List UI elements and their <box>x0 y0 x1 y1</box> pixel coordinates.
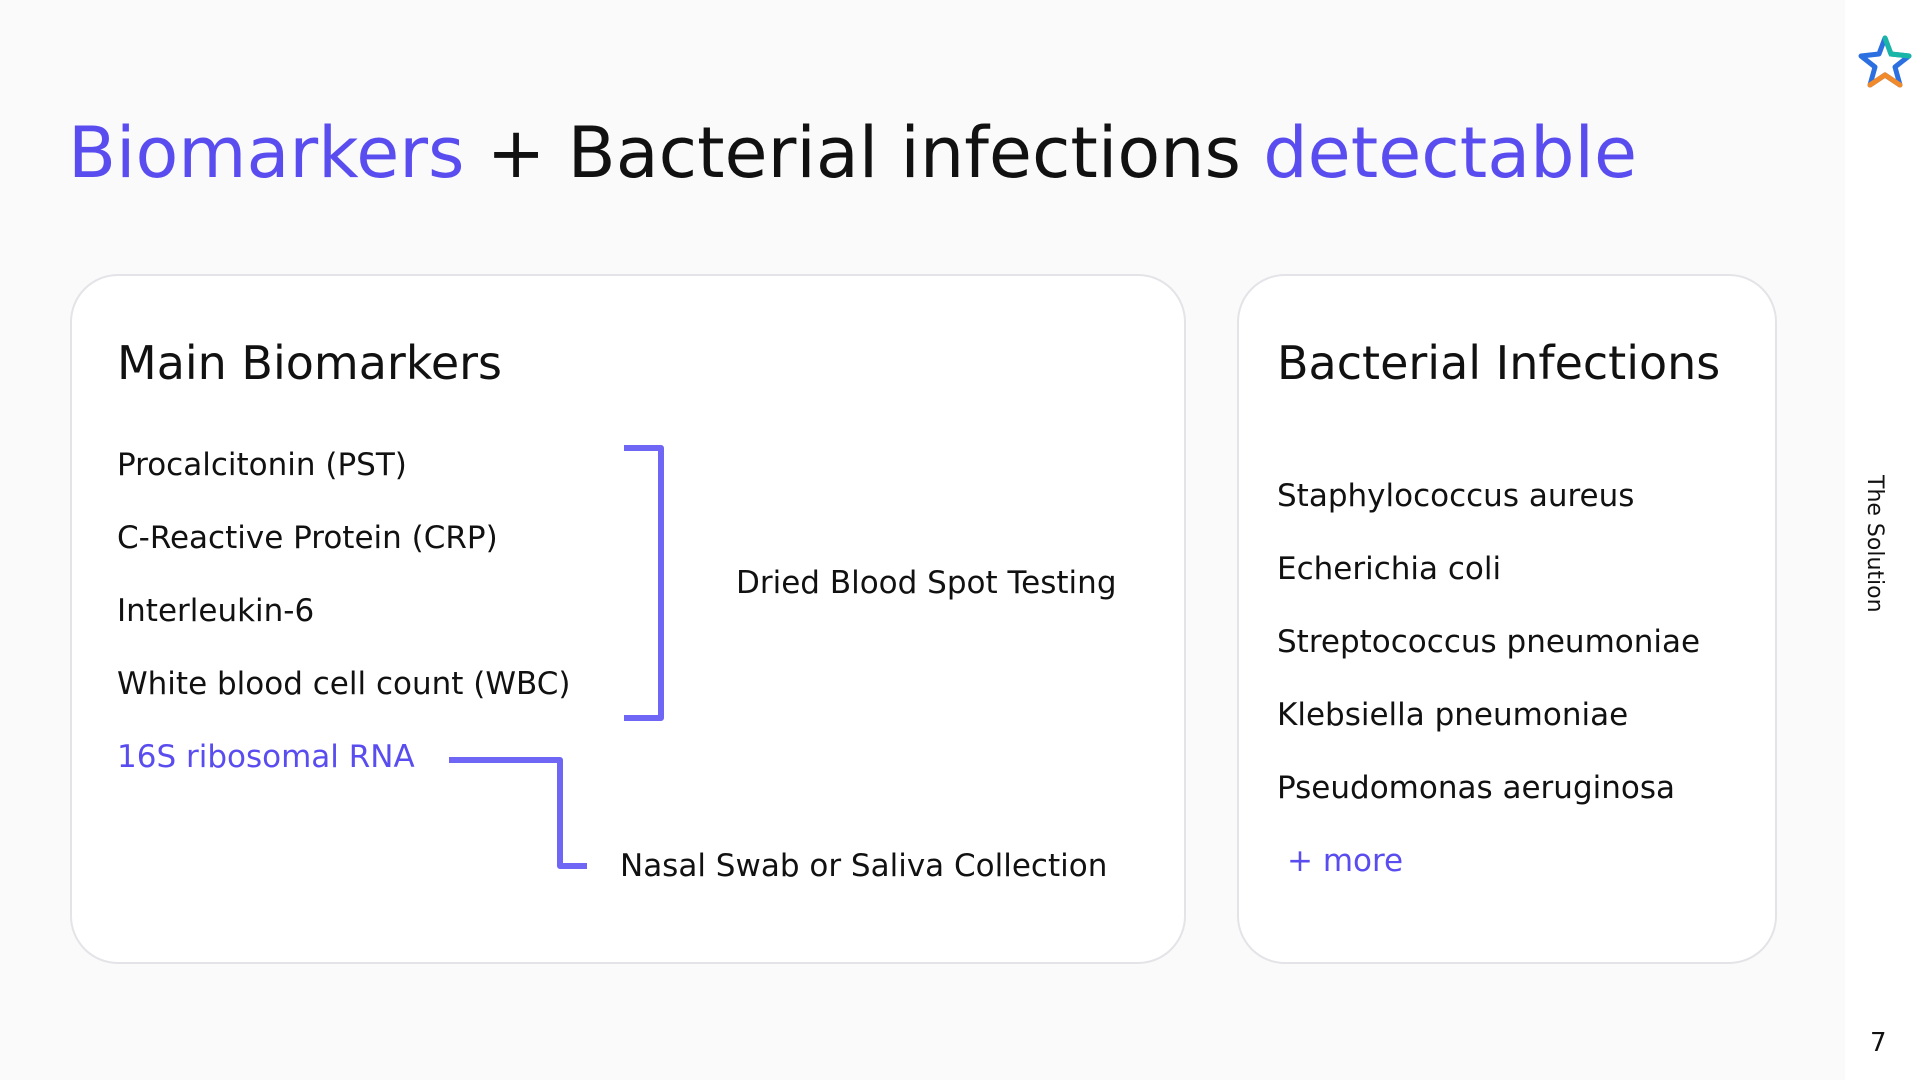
infection-item: Klebsiella pneumoniae <box>1277 697 1629 733</box>
biomarker-item: Interleukin-6 <box>117 593 315 629</box>
biomarker-item: Procalcitonin (PST) <box>117 447 407 483</box>
star-logo-icon <box>1858 35 1912 88</box>
sidebar <box>1845 0 1920 1080</box>
infection-item: Pseudomonas aeruginosa <box>1277 770 1675 806</box>
connector-lines <box>449 445 664 869</box>
bacterial-infections-heading: Bacterial Infections <box>1277 336 1721 390</box>
title-highlight-biomarkers: Biomarkers <box>68 112 465 194</box>
more-infections-link[interactable]: + more <box>1287 843 1404 879</box>
bacterial-infections-card: Bacterial Infections Staphylococcus aure… <box>1237 274 1777 964</box>
infection-item: Streptococcus pneumoniae <box>1277 624 1701 660</box>
title-highlight-detectable: detectable <box>1263 112 1638 194</box>
main-biomarkers-card: Main Biomarkers Procalcitonin (PST) C-Re… <box>70 274 1186 964</box>
title-middle: + Bacterial infections <box>464 112 1264 194</box>
main-biomarkers-heading: Main Biomarkers <box>117 336 503 390</box>
nasal-connector <box>449 757 587 869</box>
section-label: The Solution <box>1862 475 1887 613</box>
page-number: 7 <box>1870 1028 1887 1058</box>
biomarker-item: White blood cell count (WBC) <box>117 666 571 702</box>
infection-item: Echerichia coli <box>1277 551 1502 587</box>
page-title: Biomarkers + Bacterial infections detect… <box>68 118 1637 188</box>
infection-item: Staphylococcus aureus <box>1277 478 1635 514</box>
biomarker-item-16s-rna: 16S ribosomal RNA <box>117 739 415 775</box>
nasal-swab-label: Nasal Swab or Saliva Collection <box>620 848 1108 884</box>
dried-blood-spot-label: Dried Blood Spot Testing <box>736 565 1117 601</box>
dried-blood-bracket <box>624 445 664 721</box>
biomarker-item: C-Reactive Protein (CRP) <box>117 520 498 556</box>
